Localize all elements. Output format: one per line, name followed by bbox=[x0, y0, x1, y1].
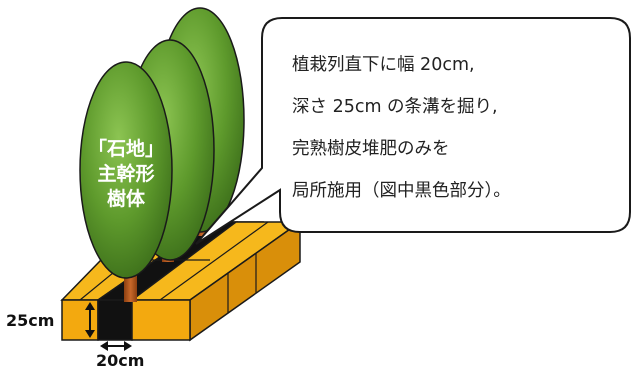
callout-line-1: 植栽列直下に幅 20cm, bbox=[292, 55, 475, 75]
callout-line-3: 完熟樹皮堆肥のみを bbox=[292, 138, 450, 159]
foliage-front bbox=[79, 61, 173, 279]
tree-label-line-3: 樹体 bbox=[107, 187, 146, 210]
dimensions: 25cm 20cm bbox=[6, 302, 144, 370]
trench-front bbox=[97, 299, 133, 341]
trees: 「石地」 主幹形 樹体 bbox=[79, 7, 245, 302]
callout: 植栽列直下に幅 20cm, 深さ 25cm の条溝を掘り, 完熟樹皮堆肥のみを … bbox=[195, 17, 631, 245]
tree-label-line-2: 主幹形 bbox=[97, 162, 154, 185]
depth-label: 25cm bbox=[6, 311, 54, 330]
callout-bubble bbox=[195, 17, 631, 245]
soil-front-right bbox=[131, 299, 191, 341]
soil-front-left bbox=[61, 299, 99, 341]
callout-line-2: 深さ 25cm の条溝を掘り, bbox=[292, 97, 498, 117]
tree-label-line-1: 「石地」 bbox=[88, 137, 164, 160]
callout-line-4: 局所施用（図中黒色部分）。 bbox=[292, 181, 511, 201]
width-label: 20cm bbox=[96, 351, 144, 370]
